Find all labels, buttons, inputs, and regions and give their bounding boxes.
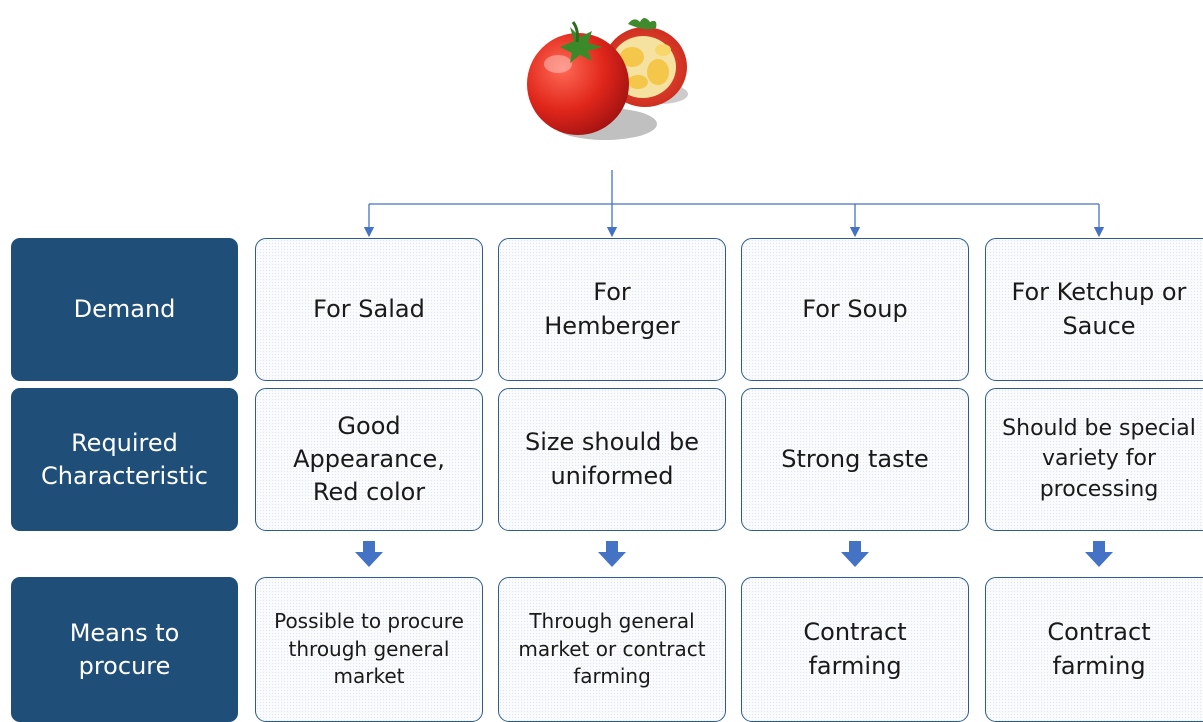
down-arrow-icon [598, 541, 626, 567]
procure-cell-soup: Contract farming [741, 577, 969, 722]
row-label-demand: Demand [11, 238, 238, 381]
row-label-means-to-procure: Means to procure [11, 577, 238, 722]
down-arrow-icon [355, 541, 383, 567]
characteristic-cell-hemberger: Size should be uniformed [498, 388, 726, 531]
procure-cell-ketchup: Contract farming [985, 577, 1203, 722]
demand-cell-ketchup: For Ketchup or Sauce [985, 238, 1203, 381]
characteristic-cell-salad: Good Appearance, Red color [255, 388, 483, 531]
down-arrow-icon [1085, 541, 1113, 567]
demand-cell-salad: For Salad [255, 238, 483, 381]
demand-cell-soup: For Soup [741, 238, 969, 381]
row-label-required-characteristic: Required Characteristic [11, 388, 238, 531]
procure-cell-salad: Possible to procure through general mark… [255, 577, 483, 722]
demand-cell-hemberger: For Hemberger [498, 238, 726, 381]
characteristic-cell-soup: Strong taste [741, 388, 969, 531]
characteristic-cell-ketchup: Should be special variety for processing [985, 388, 1203, 531]
tomato-icon [527, 18, 688, 140]
down-arrow-icon [841, 541, 869, 567]
procure-cell-hemberger: Through general market or contract farmi… [498, 577, 726, 722]
